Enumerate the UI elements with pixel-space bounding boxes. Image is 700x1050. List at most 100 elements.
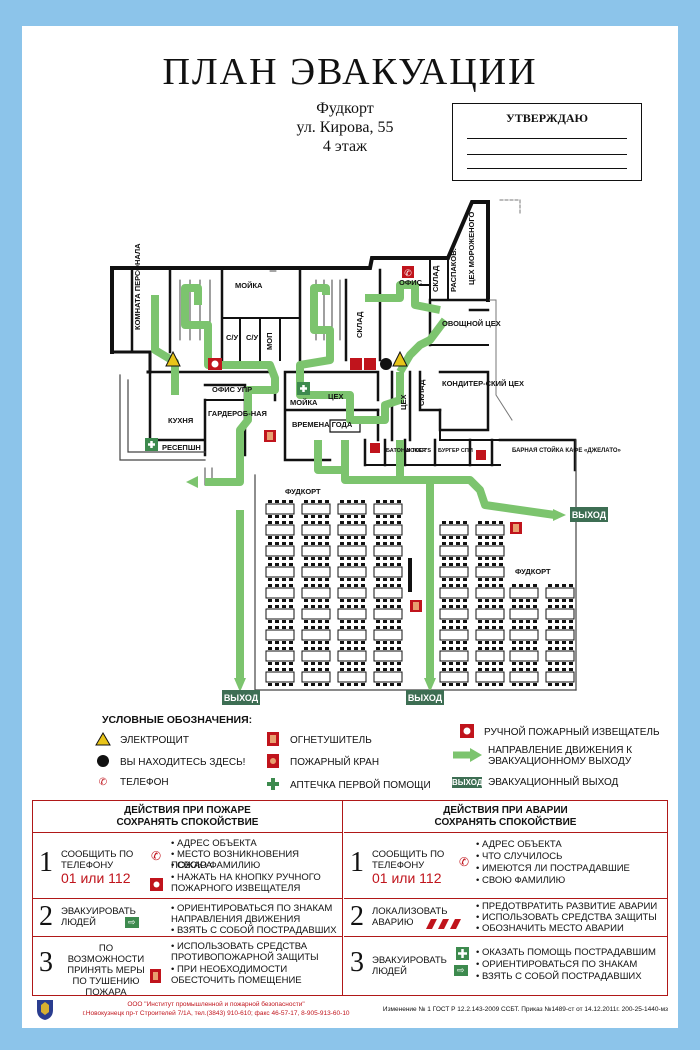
room-staff: КОМНАТА ПЕРСОНАЛА: [133, 243, 142, 330]
actions-table: ДЕЙСТВИЯ ПРИ ПОЖАРЕ СОХРАНЯТЬ СПОКОЙСТВИ…: [32, 800, 668, 998]
food-court-table: [475, 668, 505, 686]
legend-exit: ВЫХОД ЭВАКУАЦИОННЫЙ ВЫХОД: [452, 777, 618, 788]
food-court-table: [337, 542, 367, 560]
legend-electro-label: ЭЛЕКТРОЩИТ: [120, 735, 189, 746]
food-court-table: [337, 563, 367, 581]
arrow-right-icon: [452, 747, 482, 765]
accident-actions: ДЕЙСТВИЯ ПРИ АВАРИИ СОХРАНЯТЬ СПОКОЙСТВИ…: [344, 801, 667, 995]
food-court-table: [439, 563, 469, 581]
room-garderob: ГАРДЕРОБ-НАЯ: [208, 409, 267, 418]
coat-of-arms-icon: [37, 1000, 53, 1020]
room-kitchen: КУХНЯ: [168, 416, 193, 425]
food-court-table: [475, 521, 505, 539]
food-court-table: [509, 605, 539, 623]
legend-direction-label: НАПРАВЛЕНИЕ ДВИЖЕНИЯ К ЭВАКУАЦИОННОМУ ВЫ…: [488, 745, 633, 767]
room-konditer: КОНДИТЕР-СКИЙ ЦЕХ: [442, 379, 524, 388]
room-sklad-1: СКЛАД: [355, 311, 364, 338]
first-aid-icon: [262, 777, 284, 794]
food-court-table: [373, 668, 403, 686]
hydrant-icon: [262, 754, 284, 771]
phone-icon: ✆: [459, 855, 470, 869]
extinguisher-icon: [262, 732, 284, 749]
room-veg: ОВОЩНОЙ ЦЕХ: [442, 319, 501, 328]
you-are-here-marker: [380, 358, 392, 370]
room-baton: БАТОН И ТОСТ: [386, 448, 427, 454]
food-court-table: [475, 647, 505, 665]
first-aid-icon: [456, 947, 469, 960]
food-court-table: [301, 500, 331, 518]
food-court-table: [337, 626, 367, 644]
legend-title: УСЛОВНЫЕ ОБОЗНАЧЕНИЯ:: [102, 714, 253, 726]
room-ice-cream: ЦЕХ МОРОЖЕНОГО: [467, 212, 476, 285]
room-moika-1: МОЙКА: [235, 281, 263, 290]
food-court-table: [373, 563, 403, 581]
room-wokers: WOKER'S: [405, 448, 431, 454]
floor: 4 этаж: [322, 138, 368, 155]
electro-icon: [92, 732, 114, 749]
room-su-2: С/У: [246, 333, 259, 342]
food-court-table: [337, 647, 367, 665]
food-court-table: [265, 584, 295, 602]
legend-here: ВЫ НАХОДИТЕСЬ ЗДЕСЬ!: [92, 754, 245, 771]
food-court-table: [265, 563, 295, 581]
legend-phone-label: ТЕЛЕФОН: [120, 777, 169, 788]
food-court-table: [439, 668, 469, 686]
org-contacts: г.Новокузнецк пр-т Строителей 7/1А, тел.…: [82, 1010, 350, 1017]
footer: ООО "Институт промышленной и пожарной бе…: [32, 996, 668, 1024]
food-court-table: [545, 626, 575, 644]
room-ofis-upr: ОФИС УПР: [212, 385, 252, 394]
accident-step-1: 1 СООБЩИТЬ ПО ТЕЛЕФОНУ 01 или 112 ✆ • АД…: [344, 835, 667, 899]
food-court-table: [337, 668, 367, 686]
accident-step-2: 2 ЛОКАЛИЗОВАТЬ АВАРИЮ • ПРЕДОТВРАТИТЬ РА…: [344, 899, 667, 937]
legend-phone: ✆ ТЕЛЕФОН: [92, 777, 169, 788]
food-court-table: [373, 521, 403, 539]
food-court-table: [475, 563, 505, 581]
room-sklad-3: СКЛАД: [417, 379, 426, 406]
accident-heading: ДЕЙСТВИЯ ПРИ АВАРИИ СОХРАНЯТЬ СПОКОЙСТВИ…: [344, 801, 667, 833]
exit-sign-icon: ВЫХОД: [452, 777, 483, 788]
room-reception: РЕСЕПШН: [162, 443, 201, 452]
norm-reference: Изменение № 1 ГОСТ Р 12.2.143-2009 ССБТ.…: [382, 1006, 668, 1013]
phone-icon: ✆: [151, 849, 162, 863]
legend-exit-label: ЭВАКУАЦИОННЫЙ ВЫХОД: [488, 777, 619, 788]
legend-hydrant-label: ПОЖАРНЫЙ КРАН: [290, 757, 380, 768]
food-court-table: [265, 500, 295, 518]
room-foodcourt-1: ФУДКОРТ: [285, 487, 321, 496]
callpoint-icon: [456, 724, 478, 741]
food-court-table: [373, 584, 403, 602]
food-court-table: [373, 605, 403, 623]
exit-label-center: ВЫХОД: [408, 693, 443, 703]
food-court-table: [545, 584, 575, 602]
fire-step-2: 2 ЭВАКУИРОВАТЬ ЛЮДЕЙ ⇨ • ОРИЕНТИРОВАТЬСЯ…: [33, 899, 342, 937]
exit-label-right: ВЫХОД: [572, 510, 607, 520]
food-court-table: [475, 605, 505, 623]
food-court-table: [475, 542, 505, 560]
food-court-table: [373, 542, 403, 560]
room-su-1: С/У: [226, 333, 239, 342]
food-court-table: [475, 584, 505, 602]
food-court-table: [439, 542, 469, 560]
fire-actions: ДЕЙСТВИЯ ПРИ ПОЖАРЕ СОХРАНЯТЬ СПОКОЙСТВИ…: [33, 801, 343, 998]
legend-extinguisher: ОГНЕТУШИТЕЛЬ: [262, 732, 372, 749]
food-court-table: [545, 668, 575, 686]
hazard-stripe-icon: [426, 919, 461, 929]
svg-text:✆: ✆: [404, 268, 412, 278]
extinguisher-icon: [150, 969, 161, 983]
food-court-table: [265, 542, 295, 560]
food-court-table: [265, 626, 295, 644]
room-moika-2: МОЙКА: [290, 398, 318, 407]
room-ceh-2: ЦЕХ: [399, 395, 408, 410]
approval-box: УТВЕРЖДАЮ: [452, 103, 642, 181]
legend-firstaid-label: АПТЕЧКА ПЕРВОЙ ПОМОЩИ: [290, 780, 431, 791]
food-court-table: [439, 521, 469, 539]
extinguisher-icons: [264, 358, 522, 612]
legend-hydrant: ПОЖАРНЫЙ КРАН: [262, 754, 379, 771]
fire-step-1: 1 СООБЩИТЬ ПО ТЕЛЕФОНУ 01 или 112 ✆ • АД…: [33, 835, 342, 899]
food-court-table: [373, 647, 403, 665]
you-are-here-icon: [92, 754, 114, 771]
food-court-table: [301, 605, 331, 623]
food-court-table: [439, 626, 469, 644]
fire-step-3: 3 ПО ВОЗМОЖНОСТИ ПРИНЯТЬ МЕРЫ ПО ТУШЕНИЮ…: [39, 941, 319, 998]
legend-callpoint-label: РУЧНОЙ ПОЖАРНЫЙ ИЗВЕЩАТЕЛЬ: [484, 727, 660, 738]
